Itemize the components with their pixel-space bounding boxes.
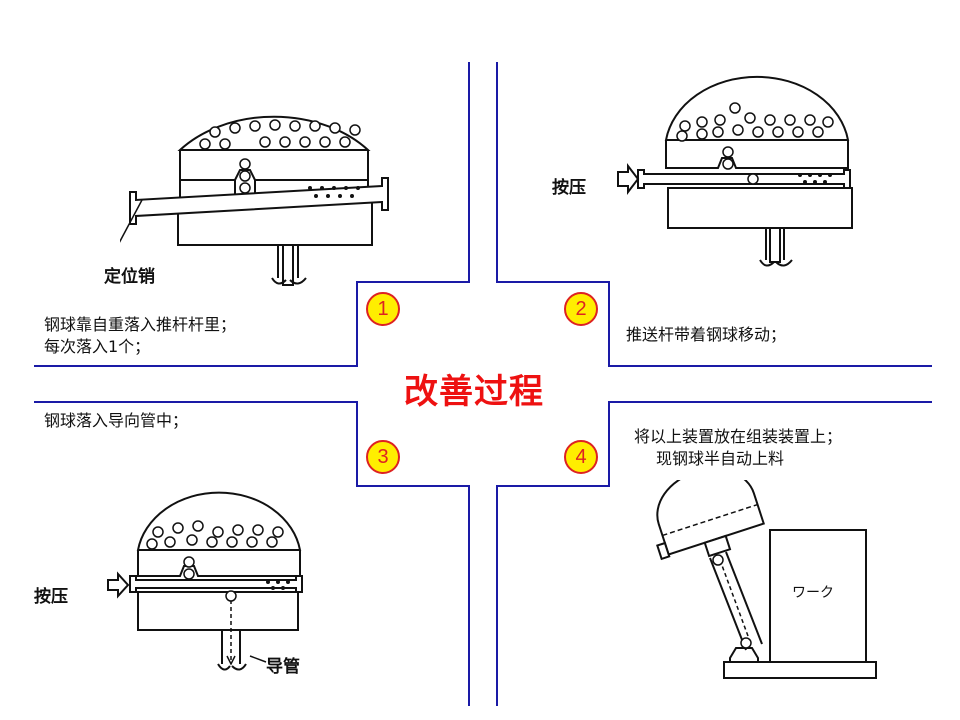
label-guide-tube: 导管 xyxy=(266,657,300,677)
caption-step-1-line-2: 每次落入1个； xyxy=(44,337,151,356)
caption-step-4-line-2: 现钢球半自动上料 xyxy=(656,449,785,468)
step-badge-3: 3 xyxy=(366,440,400,474)
caption-step-2: 推送杆带着钢球移动； xyxy=(626,324,786,346)
caption-step-3-line-1: 钢球落入导向管中； xyxy=(44,411,189,430)
label-workpiece: ワーク xyxy=(792,585,834,601)
caption-step-3: 钢球落入导向管中； xyxy=(44,410,188,432)
diagram-step-4 xyxy=(656,480,877,679)
diagram-step-1 xyxy=(120,115,389,286)
step-badge-2: 2 xyxy=(564,292,598,326)
caption-step-4-line-1: 将以上装置放在组装装置上； xyxy=(634,427,843,446)
caption-step-2-line-1: 推送杆带着钢球移动； xyxy=(626,325,787,344)
step-badge-1: 1 xyxy=(366,292,400,326)
step-badge-4: 4 xyxy=(564,440,598,474)
caption-step-4: 将以上装置放在组装装置上； 现钢球半自动上料 xyxy=(634,426,842,470)
caption-step-1-line-1: 钢球靠自重落入推杆杆里； xyxy=(44,315,237,334)
slide-title: 改善过程 xyxy=(404,372,544,412)
diagram-step-2 xyxy=(617,75,853,267)
caption-step-1: 钢球靠自重落入推杆杆里； 每次落入1个； xyxy=(44,314,236,358)
label-press-step-2: 按压 xyxy=(552,178,586,198)
diagram-step-3 xyxy=(107,491,303,671)
label-press-step-3: 按压 xyxy=(34,587,68,607)
label-locating-pin: 定位销 xyxy=(104,267,155,287)
